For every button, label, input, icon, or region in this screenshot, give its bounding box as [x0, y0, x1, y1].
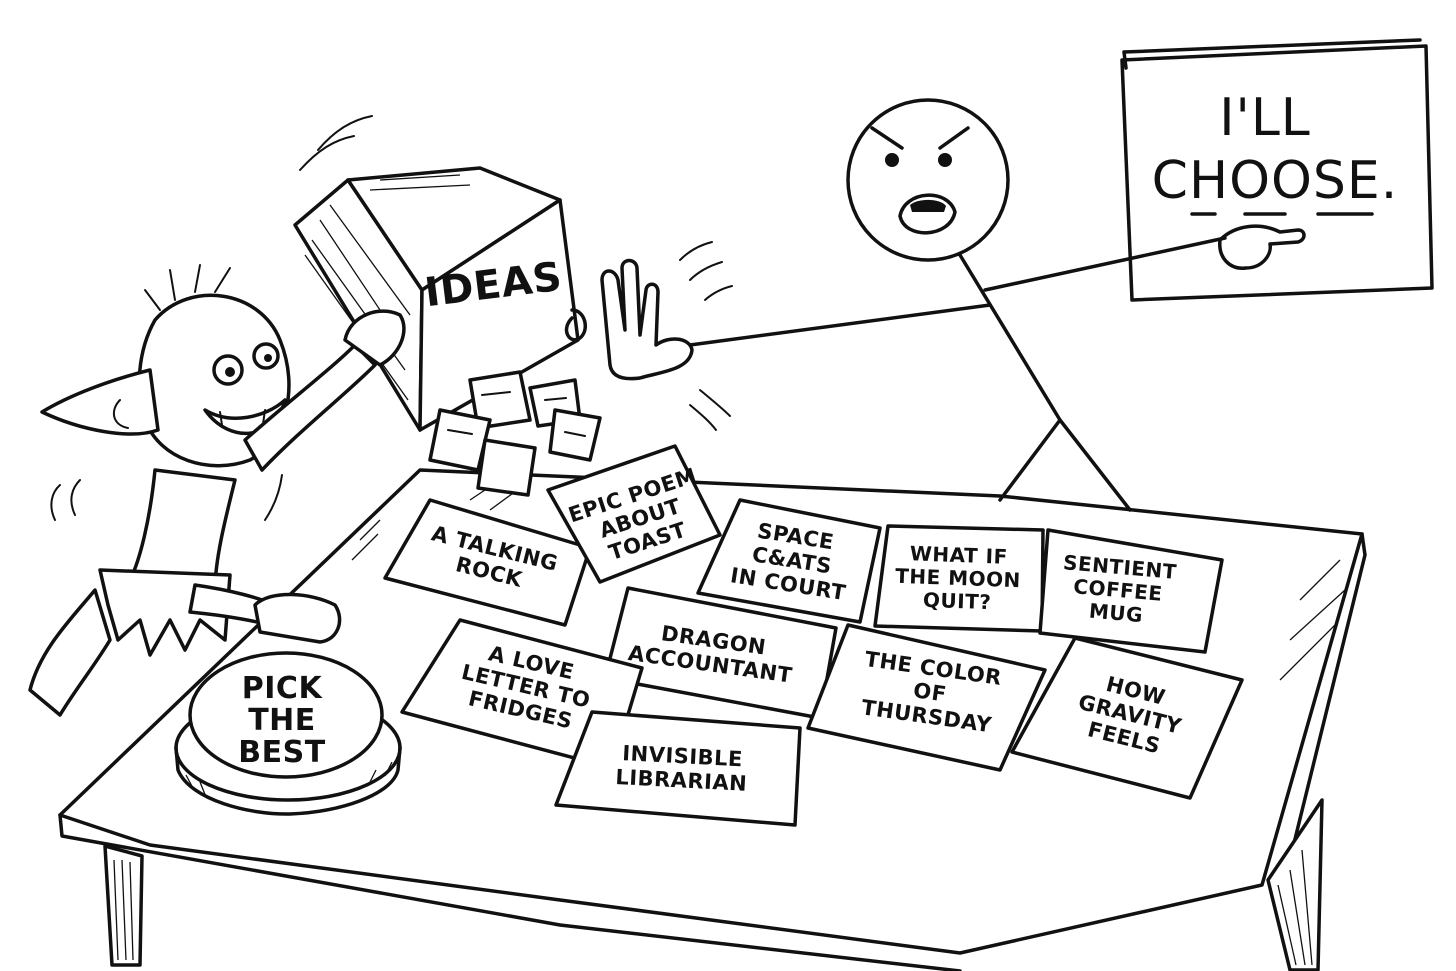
card-text-line: QUIT?	[923, 588, 992, 614]
stop-hand-icon	[600, 258, 694, 381]
goblin-hand-box	[343, 309, 406, 367]
right-eye-icon	[938, 153, 952, 167]
pick-the-best-button[interactable]: PICK THE BEST	[174, 651, 402, 816]
stick-figure	[600, 98, 1227, 512]
ideas-box: IDEAS	[293, 115, 602, 497]
left-eye-icon	[885, 153, 899, 167]
card-text-line: WHAT IF	[909, 541, 1008, 568]
button-line-3: BEST	[238, 735, 325, 770]
card-text-line: OF	[912, 678, 948, 706]
goblin-hand-button	[253, 592, 342, 644]
card-text-line: THE MOON	[895, 564, 1021, 592]
choose-sign: I'LL CHOOSE.	[1120, 38, 1434, 302]
card-paper	[696, 498, 882, 624]
button-line-1: PICK	[242, 671, 324, 706]
goblin	[28, 264, 406, 717]
card-paper	[806, 623, 1047, 772]
card-paper	[554, 710, 802, 827]
card-text-line: MUG	[1088, 599, 1144, 628]
angry-face	[846, 98, 1010, 262]
button-line-2: THE	[248, 703, 316, 738]
goblin-ear	[40, 368, 160, 436]
card-paper	[1038, 528, 1224, 654]
sign-line-2: CHOOSE.	[1152, 151, 1399, 211]
card-paper	[1010, 636, 1244, 800]
card-paper	[383, 498, 592, 627]
sign-line-1: I'LL	[1219, 88, 1311, 148]
pointing-hand-icon	[1218, 224, 1306, 270]
card-paper	[546, 444, 722, 584]
